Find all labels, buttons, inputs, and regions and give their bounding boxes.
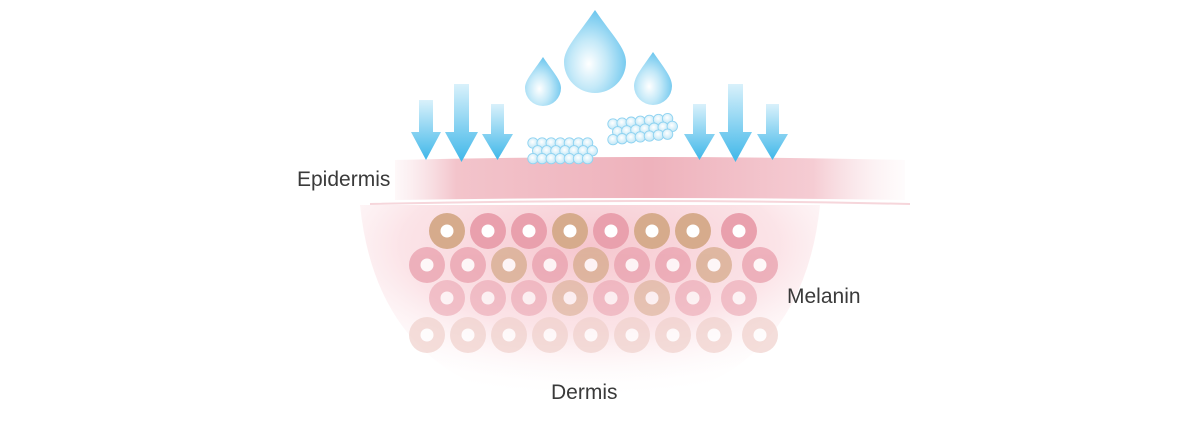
skin-cell	[721, 280, 757, 316]
cell-nucleus	[707, 328, 721, 342]
melanin-label: Melanin	[787, 285, 861, 308]
cell-nucleus	[461, 258, 475, 272]
skin-cell	[511, 213, 547, 249]
cell-nucleus	[420, 258, 434, 272]
skin-cell	[470, 280, 506, 316]
skin-cell	[552, 213, 588, 249]
skin-cell	[614, 247, 650, 283]
skin-cell	[511, 280, 547, 316]
water-drop-icon	[634, 52, 672, 105]
bubble-icon	[581, 152, 594, 165]
cell-nucleus	[584, 328, 598, 342]
skin-cell	[552, 280, 588, 316]
cell-nucleus	[645, 291, 659, 305]
down-arrow-icon	[684, 104, 715, 160]
skin-cell	[696, 317, 732, 353]
cell-nucleus	[645, 224, 659, 238]
skin-cell	[742, 317, 778, 353]
dermis-label: Dermis	[551, 381, 618, 404]
cell-nucleus	[753, 328, 767, 342]
skin-cell	[532, 317, 568, 353]
cell-nucleus	[666, 258, 680, 272]
water-drop-icon	[564, 10, 626, 93]
skin-cell	[409, 247, 445, 283]
skin-cell	[634, 280, 670, 316]
cell-nucleus	[753, 258, 767, 272]
skin-cell	[491, 247, 527, 283]
cell-nucleus	[732, 224, 746, 238]
cell-nucleus	[440, 224, 454, 238]
epidermis-lower-line	[369, 200, 911, 205]
skin-cell	[450, 317, 486, 353]
down-arrow-icon	[719, 84, 752, 162]
skin-cell	[573, 247, 609, 283]
skin-cell	[655, 317, 691, 353]
water-drop-icon	[525, 57, 561, 106]
skin-cell	[675, 280, 711, 316]
cell-nucleus	[584, 258, 598, 272]
down-arrow-icon	[411, 100, 441, 160]
bubble-icon	[661, 128, 674, 140]
skin-cell	[696, 247, 732, 283]
cell-nucleus	[481, 224, 495, 238]
skin-cell	[491, 317, 527, 353]
skin-cell	[429, 280, 465, 316]
cell-nucleus	[563, 224, 577, 238]
epidermis-layer	[395, 157, 905, 200]
cell-nucleus	[707, 258, 721, 272]
skin-cell	[573, 317, 609, 353]
cell-nucleus	[522, 224, 536, 238]
skin-cell	[532, 247, 568, 283]
cell-nucleus	[543, 328, 557, 342]
melanin-cells	[409, 213, 778, 353]
skin-cell	[409, 317, 445, 353]
cell-nucleus	[563, 291, 577, 305]
cell-nucleus	[502, 258, 516, 272]
cell-nucleus	[625, 258, 639, 272]
down-arrow-icon	[482, 104, 513, 160]
cell-nucleus	[625, 328, 639, 342]
down-arrow-icon	[757, 104, 788, 160]
cell-nucleus	[686, 291, 700, 305]
cell-nucleus	[502, 328, 516, 342]
cell-nucleus	[604, 291, 618, 305]
skin-cell	[655, 247, 691, 283]
skin-cell	[450, 247, 486, 283]
skin-cell	[634, 213, 670, 249]
skin-cell	[742, 247, 778, 283]
cell-nucleus	[732, 291, 746, 305]
cell-nucleus	[604, 224, 618, 238]
epidermis-label: Epidermis	[297, 168, 391, 191]
cell-nucleus	[666, 328, 680, 342]
bubble-cluster-icon	[527, 137, 598, 165]
skin-cell	[593, 280, 629, 316]
skin-cell	[429, 213, 465, 249]
cell-nucleus	[420, 328, 434, 342]
down-arrow-icon	[445, 84, 478, 162]
bubble-cluster-icon	[607, 112, 678, 146]
skin-cell	[721, 213, 757, 249]
skin-cell	[470, 213, 506, 249]
cell-nucleus	[461, 328, 475, 342]
skin-cell	[675, 213, 711, 249]
cell-nucleus	[543, 258, 557, 272]
cell-nucleus	[481, 291, 495, 305]
cell-nucleus	[522, 291, 536, 305]
cell-nucleus	[440, 291, 454, 305]
cell-nucleus	[686, 224, 700, 238]
skin-cell	[593, 213, 629, 249]
skin-cell	[614, 317, 650, 353]
